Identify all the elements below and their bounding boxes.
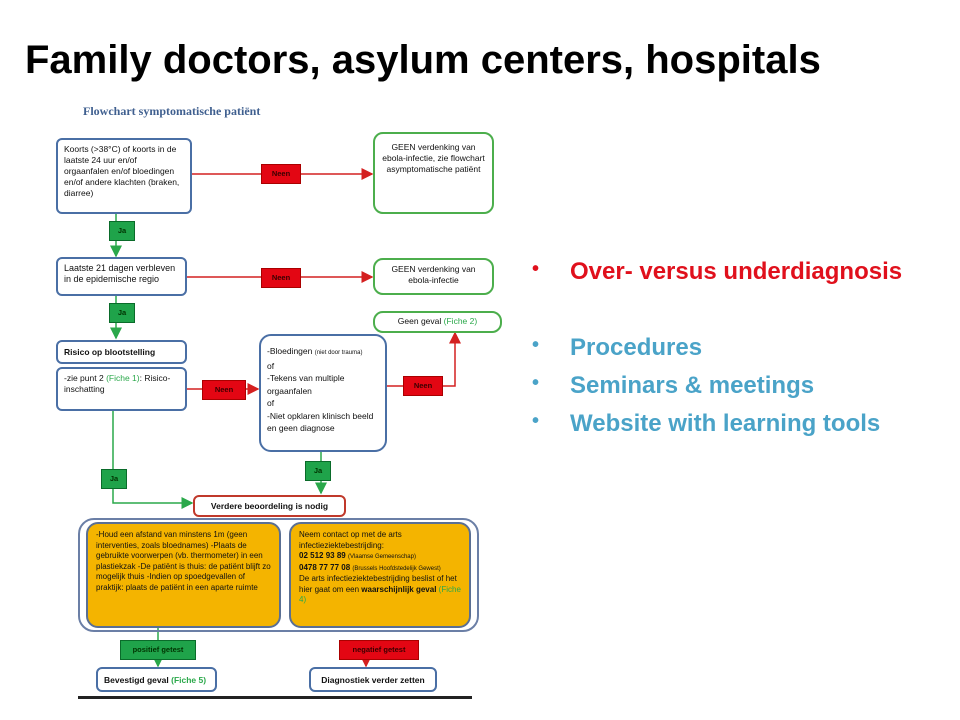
bullet-dot-icon: • — [532, 258, 540, 280]
box-confirmed: Bevestigd geval (Fiche 5) — [96, 667, 217, 692]
label-negative: negatief getest — [339, 640, 419, 660]
right-probable: waarschijnlijk geval — [361, 584, 437, 594]
label-no-4: Neen — [403, 376, 443, 396]
label-positive: positief getest — [120, 640, 196, 660]
bleeding-line-5: -Niet opklaren klinisch beeld en geen di… — [267, 410, 374, 434]
bullet-dot-icon: • — [532, 410, 540, 432]
bleeding-line-4: of — [267, 398, 275, 408]
box-fever: Koorts (>38°C) of koorts in de laatste 2… — [56, 138, 192, 214]
risk-text-b: : Risico-inschatting — [64, 373, 171, 394]
bleeding-line-2: of — [267, 360, 275, 371]
right-phone-2-note: (Brussels Hoofdstedelijk Gewest) — [352, 565, 441, 572]
box-bleeding: -Bloedingen (niet door trauma) of -Teken… — [259, 334, 387, 452]
box-no-case: Geen geval (Fiche 2) — [373, 311, 502, 333]
right-phone-1-note: (Vlaamse Gemeenschap) — [347, 554, 416, 560]
bullet-text: Website with learning tools — [570, 410, 881, 437]
bullet-text: Procedures — [570, 334, 703, 361]
bullet-item: • Procedures — [532, 334, 902, 372]
bullet-spacer — [532, 296, 902, 334]
box-risk-title: Risico op blootstelling — [56, 340, 187, 364]
label-yes-1: Ja — [109, 221, 135, 241]
bullet-list: • Over- versus underdiagnosis • Procedur… — [532, 258, 902, 448]
box-actions-left: -Houd een afstand van minstens 1m (geen … — [86, 522, 281, 628]
no-case-fiche: (Fiche 2) — [443, 316, 478, 326]
box-no-suspicion-2: GEEN verdenking van ebola-infectie — [373, 258, 494, 295]
box-further-assessment: Verdere beoordeling is nodig — [193, 495, 346, 517]
label-no-2: Neen — [261, 268, 301, 288]
bullet-dot-icon: • — [532, 334, 540, 356]
right-phone-1: 02 512 93 89 — [299, 551, 346, 560]
flowchart-baseline — [78, 696, 472, 699]
actions-group — [78, 518, 479, 632]
bleeding-line-1: -Bloedingen — [267, 346, 313, 356]
connector-risk-yes — [112, 411, 194, 509]
risk-text-fiche: (Fiche 1) — [106, 373, 140, 383]
right-contact: Neem contact op met de arts infectieziek… — [299, 530, 402, 550]
flowchart-heading: Flowchart symptomatische patiënt — [83, 104, 261, 118]
risk-text-a: -zie punt 2 — [64, 373, 104, 383]
bullet-text: Over- versus underdiagnosis — [570, 258, 903, 285]
label-yes-4: Ja — [305, 461, 331, 481]
confirmed-text: Bevestigd geval — [104, 675, 169, 685]
right-fiche: (Fiche 4) — [299, 584, 461, 605]
bullet-item: • Seminars & meetings — [532, 372, 902, 410]
bullet-item: • Over- versus underdiagnosis — [532, 258, 902, 296]
label-no-3: Neen — [202, 380, 246, 400]
right-decision: De arts infectieziektebestrijding beslis… — [299, 574, 457, 594]
label-yes-2: Ja — [109, 303, 135, 323]
box-last21: Laatste 21 dagen verbleven in de epidemi… — [56, 257, 187, 296]
page-title: Family doctors, asylum centers, hospital… — [25, 38, 821, 82]
bullet-dot-icon: • — [532, 372, 540, 394]
box-no-suspicion-1: GEEN verdenking van ebola-infectie, zie … — [373, 132, 494, 214]
right-phone-2: 0478 77 77 08 — [299, 562, 351, 572]
no-case-text: Geen geval — [397, 316, 442, 326]
bullet-text: Seminars & meetings — [570, 372, 815, 399]
label-yes-3: Ja — [101, 469, 127, 489]
bleeding-line-1-note: (niet door trauma) — [314, 350, 363, 356]
box-risk-text: -zie punt 2 (Fiche 1): Risico-inschattin… — [56, 367, 187, 411]
box-continue-diagnostics: Diagnostiek verder zetten — [309, 667, 437, 692]
box-actions-right: Neem contact op met de arts infectieziek… — [289, 522, 471, 628]
confirmed-fiche: (Fiche 5) — [171, 675, 207, 685]
bullet-item: • Website with learning tools — [532, 410, 902, 448]
label-no-1: Neen — [261, 164, 301, 184]
bleeding-line-3: -Tekens van multiple orgaanfalen — [267, 373, 345, 396]
